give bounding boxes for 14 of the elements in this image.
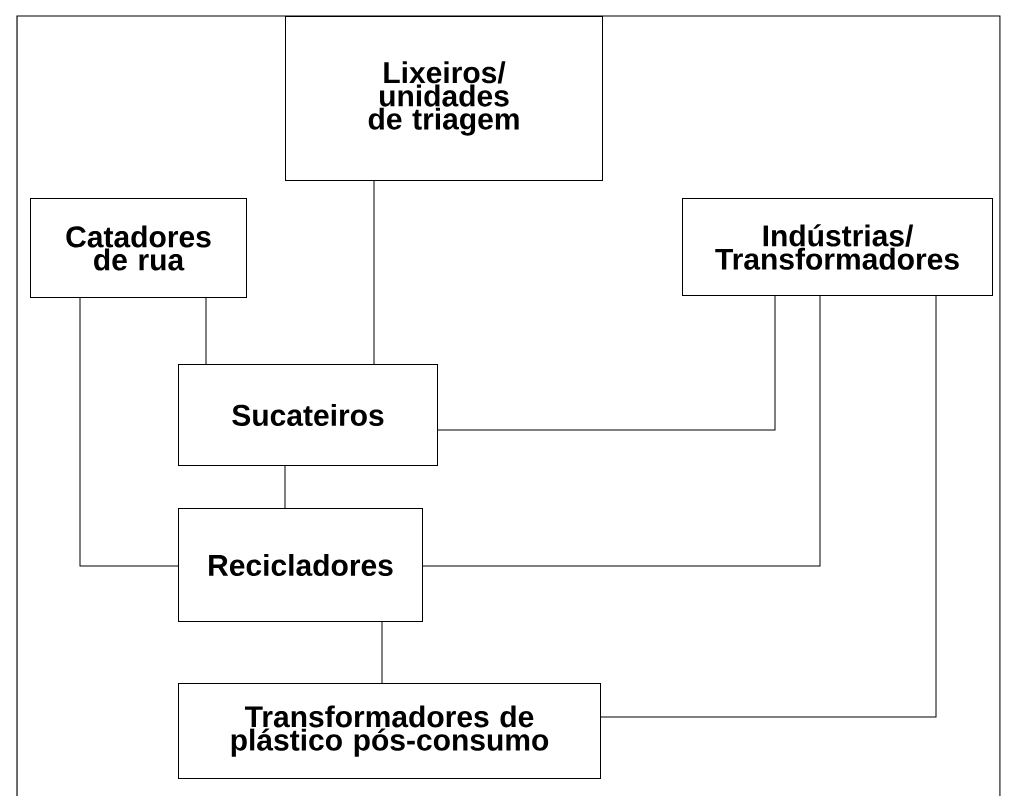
box: Sucateiros <box>178 364 438 466</box>
connector-line <box>205 297 207 365</box>
box: Indústrias/ Transformadores <box>682 198 993 296</box>
box: Transformadores de plástico pós-consumo <box>178 683 601 779</box>
connector-line <box>284 465 286 509</box>
box: Lixeiros/ unidades de triagem <box>285 16 603 181</box>
connector-line <box>437 295 776 431</box>
connector-line <box>381 621 383 684</box>
connector-line <box>600 295 937 718</box>
connector-line <box>373 180 375 365</box>
connector-line <box>79 297 179 567</box>
box: Recicladores <box>178 508 423 622</box>
box: Catadores de rua <box>30 198 247 298</box>
connector-line <box>422 295 821 567</box>
